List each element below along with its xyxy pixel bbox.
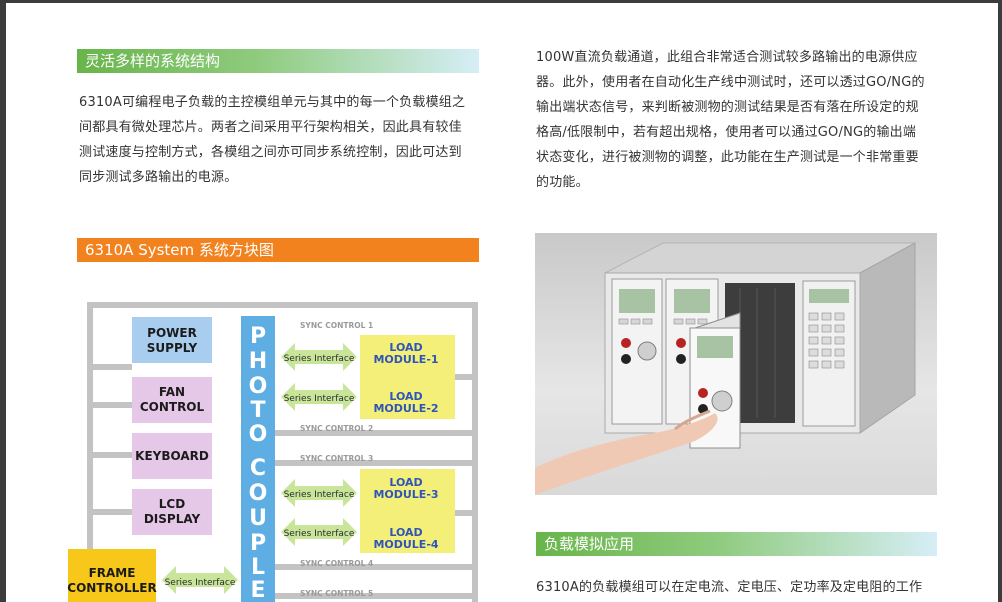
- sync-control-label: SYNC CONTROL 3: [300, 454, 373, 463]
- power-supply-label-1: POWER: [147, 326, 197, 340]
- serial-interface-label: Series Interface: [284, 354, 355, 364]
- keyboard-block: [132, 433, 212, 479]
- window-frame-right: [998, 0, 1002, 602]
- para-line: 的功能。: [536, 175, 589, 190]
- para-line: 器。此外，使用者在自动化生产线中测试时，还可以透过GO/NG的: [536, 75, 925, 90]
- para-line: 6310A的负载模组可以在定电流、定电压、定功率及定电阻的工作: [536, 580, 923, 595]
- photo-couple-letter: E: [250, 578, 265, 602]
- load-module-2-label-2: MODULE-2: [373, 402, 438, 415]
- lcd-display-label-1: LCD: [159, 497, 185, 511]
- controller-panel: [802, 280, 856, 427]
- load-module-3-label-2: MODULE-3: [373, 488, 438, 501]
- diagram-frame-lines: [87, 302, 478, 602]
- para-line: 测试速度与控制方式，各模组之间亦可同步系统控制，因此可达到: [79, 145, 462, 160]
- para-line: 间都具有微处理芯片。两者之间采用平行架构相关，因此具有较佳: [79, 120, 462, 135]
- load-module-2-label-1: LOAD: [389, 390, 422, 403]
- para-line: 输出端状态信号，来判断被测物的测试结果是否有落在所设定的规: [536, 100, 919, 115]
- photo-couple-letter: L: [251, 555, 265, 580]
- load-module-3-block: [360, 469, 455, 513]
- para-line: 100W直流负载通道，此组合非常适合测试较多路输出的电源供应: [536, 50, 918, 65]
- frame-controller-label-1: FRAME: [89, 566, 136, 580]
- load-module-4-label-1: LOAD: [389, 526, 422, 539]
- serial-interface-arrows: [281, 343, 357, 546]
- section-header-load-simulation: 负载模拟应用: [536, 532, 937, 556]
- photo-couple-letter: T: [250, 398, 265, 423]
- load-module-2-block: [360, 379, 455, 419]
- sync-control-label: SYNC CONTROL 4: [300, 559, 373, 568]
- sync-control-label: SYNC CONTROL 2: [300, 424, 373, 433]
- fan-control-block: [132, 377, 212, 423]
- photo-couple-bar: [241, 316, 275, 602]
- para-line: 格高/低限制中，若有超出规格，使用者可以通过GO/NG的输出端: [536, 125, 917, 140]
- frame-controller-label-2: CONTROLLER: [67, 581, 156, 595]
- product-photo: [535, 233, 937, 495]
- serial-interface-label: Series Interface: [284, 490, 355, 500]
- fan-control-label-2: CONTROL: [140, 400, 205, 414]
- photo-couple-letter: O: [249, 374, 268, 399]
- section-header-block-diagram: 6310A System 系统方块图: [77, 238, 479, 262]
- window-frame-top: [0, 0, 1002, 3]
- keyboard-label: KEYBOARD: [135, 449, 209, 463]
- load-simulation-paragraph: 6310A的负载模组可以在定电流、定电压、定功率及定电阻的工作: [536, 575, 946, 600]
- photo-couple-letter: U: [249, 506, 267, 531]
- serial-interface-label: Series Interface: [284, 529, 355, 539]
- photo-couple-letter: P: [250, 324, 266, 349]
- photo-couple-letter: O: [249, 422, 268, 447]
- photo-couple-letter: O: [249, 481, 268, 506]
- para-line: 6310A可编程电子负载的主控模组单元与其中的每一个负载模组之: [79, 95, 466, 110]
- photo-couple-letter: H: [249, 349, 267, 374]
- para-line: 同步测试多路输出的电源。: [79, 170, 238, 185]
- load-module-1-label-1: LOAD: [389, 341, 422, 354]
- load-module-1-block: [360, 335, 455, 379]
- load-module-4-block: [360, 513, 455, 553]
- lcd-display-label-2: DISPLAY: [144, 512, 201, 526]
- load-module-1-label-2: MODULE-1: [373, 353, 438, 366]
- window-frame-left: [0, 0, 6, 602]
- frame-controller-serial-label: Series Interface: [165, 578, 236, 588]
- power-supply-label-2: SUPPLY: [147, 341, 198, 355]
- lcd-display-block: [132, 489, 212, 535]
- load-module-unit: [611, 278, 663, 425]
- sync-control-label: SYNC CONTROL 5: [300, 589, 373, 598]
- frame-controller-block: [68, 549, 156, 602]
- sync-control-label: SYNC CONTROL 1: [300, 321, 373, 330]
- go-ng-paragraph: 100W直流负载通道，此组合非常适合测试较多路输出的电源供应 器。此外，使用者在…: [536, 45, 946, 195]
- device-illustration: [535, 242, 916, 495]
- serial-interface-label: Series Interface: [284, 394, 355, 404]
- load-module-3-label-1: LOAD: [389, 476, 422, 489]
- power-supply-block: [132, 317, 212, 363]
- section-header-system-structure: 灵活多样的系统结构: [77, 49, 479, 73]
- para-line: 状态变化，进行被测物的调整，此功能在生产测试是一个非常重要: [536, 150, 919, 165]
- fan-control-label-1: FAN: [159, 385, 185, 399]
- photo-couple-letter: C: [250, 456, 266, 481]
- load-module-4-label-2: MODULE-4: [373, 538, 438, 551]
- system-block-diagram: POWER SUPPLY FAN CONTROL KEYBOARD LCD DI…: [67, 302, 478, 602]
- system-structure-paragraph: 6310A可编程电子负载的主控模组单元与其中的每一个负载模组之 间都具有微处理芯…: [79, 90, 489, 190]
- photo-couple-letter: P: [250, 531, 266, 556]
